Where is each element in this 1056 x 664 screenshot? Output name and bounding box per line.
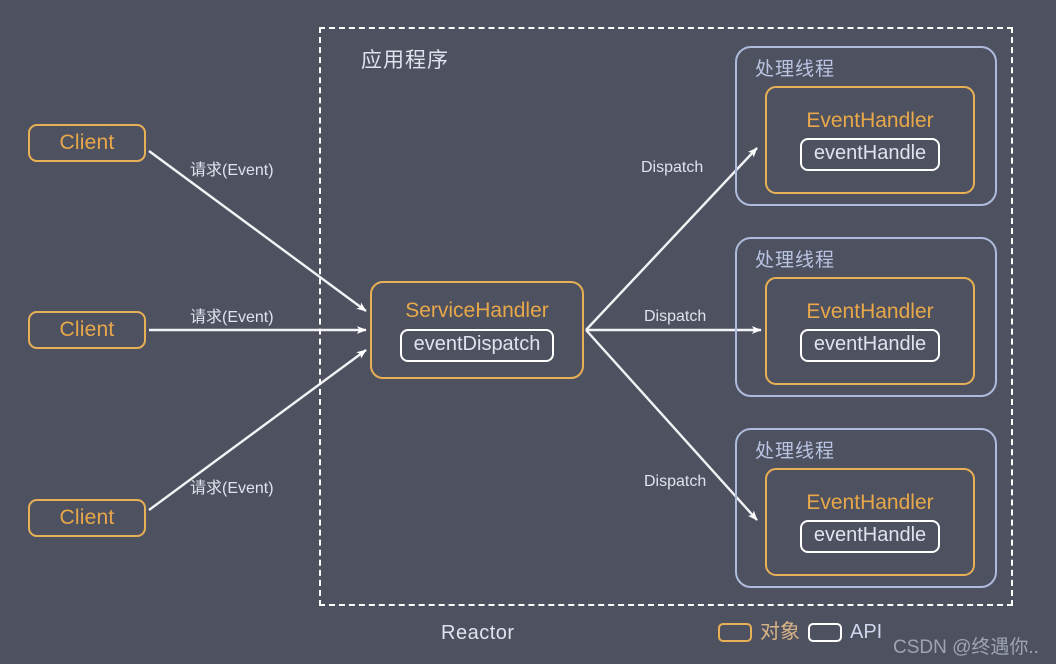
client-label: Client	[59, 318, 115, 341]
legend-object-label: 对象	[760, 621, 800, 643]
event-handler-title: EventHandler	[806, 491, 934, 514]
event-handler-box[interactable]: EventHandler eventHandle	[765, 86, 975, 194]
event-handler-api: eventHandle	[799, 520, 941, 553]
application-container	[319, 27, 1013, 606]
service-handler-title: ServiceHandler	[405, 298, 549, 322]
legend-api-label: API	[850, 621, 883, 643]
event-handler-box[interactable]: EventHandler eventHandle	[765, 468, 975, 576]
application-label: 应用程序	[361, 49, 449, 72]
event-handler-title: EventHandler	[806, 300, 934, 323]
edge-label-request-3: 请求(Event)	[190, 480, 274, 497]
legend-object-swatch-icon	[718, 623, 752, 642]
event-handler-api: eventHandle	[799, 138, 941, 171]
edge-label-dispatch-3: Dispatch	[644, 473, 707, 490]
client-label: Client	[59, 131, 115, 154]
thread-label: 处理线程	[755, 250, 836, 271]
service-handler-box[interactable]: ServiceHandler eventDispatch	[370, 281, 584, 379]
service-handler-api: eventDispatch	[399, 328, 555, 362]
client-label: Client	[59, 506, 115, 529]
edge-label-dispatch-1: Dispatch	[641, 159, 704, 176]
edge-label-request-1: 请求(Event)	[190, 162, 274, 179]
edge-label-request-2: 请求(Event)	[190, 309, 274, 326]
client-box-2[interactable]: Client	[28, 311, 146, 349]
event-handler-api: eventHandle	[799, 329, 941, 362]
thread-label: 处理线程	[755, 59, 836, 80]
event-handler-title: EventHandler	[806, 109, 934, 132]
watermark: CSDN @终遇你..	[893, 637, 1039, 658]
thread-label: 处理线程	[755, 441, 836, 462]
client-box-3[interactable]: Client	[28, 499, 146, 537]
legend: 对象 API	[718, 622, 882, 642]
thread-box-2[interactable]: 处理线程 EventHandler eventHandle	[735, 237, 997, 397]
edge-label-dispatch-2: Dispatch	[644, 308, 707, 325]
reactor-caption: Reactor	[441, 622, 515, 644]
event-handler-box[interactable]: EventHandler eventHandle	[765, 277, 975, 385]
thread-box-3[interactable]: 处理线程 EventHandler eventHandle	[735, 428, 997, 588]
client-box-1[interactable]: Client	[28, 124, 146, 162]
legend-api-swatch-icon	[808, 623, 842, 642]
thread-box-1[interactable]: 处理线程 EventHandler eventHandle	[735, 46, 997, 206]
